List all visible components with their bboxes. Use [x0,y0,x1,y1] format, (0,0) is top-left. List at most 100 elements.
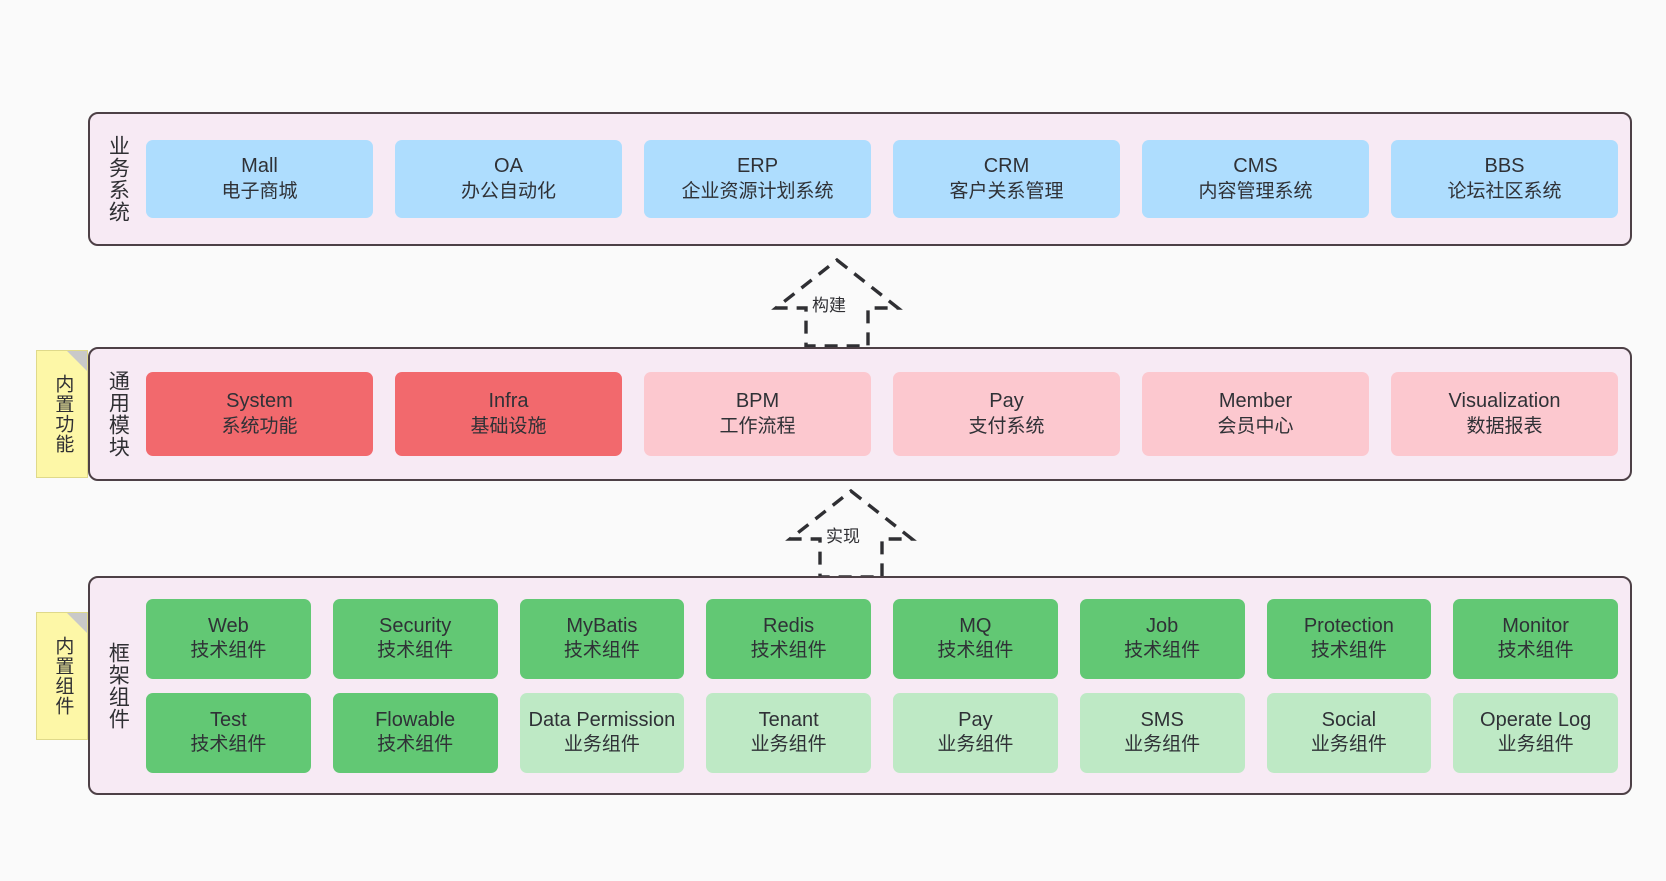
card-subtitle: 数据报表 [1466,415,1543,437]
card-title: Data Permission [528,708,676,731]
card-pay-component[interactable]: Pay 业务组件 [893,692,1058,773]
card-pay-module[interactable]: Pay 支付系统 [893,372,1120,456]
card-infra[interactable]: Infra 基础设施 [395,372,622,456]
card-row: Mall 电子商城 OA 办公自动化 ERP 企业资源计划系统 CRM 客户关系… [146,140,1618,218]
card-title: ERP [736,155,779,178]
note-builtin-components: 内置组件 [36,612,88,740]
card-title: Monitor [1502,614,1569,637]
card-operate-log[interactable]: Operate Log 业务组件 [1453,692,1618,773]
card-title: Flowable [375,708,456,731]
card-title: BBS [1484,155,1525,178]
card-title: CMS [1233,155,1278,178]
layer-body-framework-components: Web 技术组件 Security 技术组件 MyBatis 技术组件 Redi… [134,588,1618,783]
card-subtitle: 电子商城 [221,180,298,202]
card-title: Protection [1303,614,1394,637]
card-title: Security [379,614,452,637]
card-subtitle: 技术组件 [1497,640,1574,662]
card-subtitle: 基础设施 [470,415,547,437]
card-system[interactable]: System 系统功能 [146,372,373,456]
card-row: Web 技术组件 Security 技术组件 MyBatis 技术组件 Redi… [146,598,1618,679]
dashed-hollow-arrow-up-icon [771,257,903,348]
card-title: System [226,390,293,413]
card-member[interactable]: Member 会员中心 [1142,372,1369,456]
connector-implement: 实现 [766,487,936,581]
card-title: Mall [241,155,278,178]
card-sms[interactable]: SMS 业务组件 [1079,692,1245,773]
card-subtitle: 技术组件 [937,640,1014,662]
card-subtitle: 业务组件 [750,734,827,756]
card-oa[interactable]: OA 办公自动化 [395,140,622,218]
card-test[interactable]: Test 技术组件 [146,692,311,773]
layer-framework-components: 框架组件 Web 技术组件 Security 技术组件 MyBatis 技术组件… [88,576,1632,795]
card-title: OA [494,155,523,178]
layer-body-business-systems: Mall 电子商城 OA 办公自动化 ERP 企业资源计划系统 CRM 客户关系… [134,124,1618,234]
card-subtitle: 技术组件 [190,734,267,756]
card-tenant[interactable]: Tenant 业务组件 [706,692,871,773]
card-subtitle: 系统功能 [221,415,298,437]
card-cms[interactable]: CMS 内容管理系统 [1142,140,1369,218]
card-title: Visualization [1448,390,1561,413]
card-mq[interactable]: MQ 技术组件 [893,598,1058,679]
layer-body-common-modules: System 系统功能 Infra 基础设施 BPM 工作流程 Pay 支付系统… [134,359,1618,469]
card-title: Redis [763,614,815,637]
layer-title-common-modules: 通用模块 [106,370,130,458]
card-subtitle: 技术组件 [377,734,454,756]
card-web[interactable]: Web 技术组件 [146,598,311,679]
card-subtitle: 技术组件 [377,640,454,662]
card-subtitle: 支付系统 [968,415,1045,437]
card-title: Tenant [758,708,819,731]
card-subtitle: 业务组件 [937,734,1014,756]
card-title: Test [210,708,247,731]
card-redis[interactable]: Redis 技术组件 [706,598,871,679]
card-subtitle: 论坛社区系统 [1447,180,1562,202]
card-row: System 系统功能 Infra 基础设施 BPM 工作流程 Pay 支付系统… [146,372,1618,456]
card-visualization[interactable]: Visualization 数据报表 [1391,372,1618,456]
card-subtitle: 内容管理系统 [1198,180,1313,202]
note-label: 内置组件 [52,636,74,716]
card-subtitle: 业务组件 [1124,734,1201,756]
connector-label: 实现 [826,527,860,546]
card-title: Member [1218,390,1293,413]
card-subtitle: 企业资源计划系统 [681,180,834,202]
card-subtitle: 工作流程 [719,415,796,437]
card-data-permission[interactable]: Data Permission 业务组件 [519,692,685,773]
card-mall[interactable]: Mall 电子商城 [146,140,373,218]
card-subtitle: 技术组件 [563,640,640,662]
card-flowable[interactable]: Flowable 技术组件 [332,692,498,773]
layer-common-modules: 通用模块 System 系统功能 Infra 基础设施 BPM 工作流程 Pay… [88,347,1632,481]
layer-title-business-systems: 业务系统 [106,135,130,223]
card-bpm[interactable]: BPM 工作流程 [644,372,871,456]
card-security[interactable]: Security 技术组件 [332,598,498,679]
card-crm[interactable]: CRM 客户关系管理 [893,140,1120,218]
card-subtitle: 技术组件 [1124,640,1201,662]
card-title: Social [1321,708,1377,731]
card-subtitle: 会员中心 [1217,415,1294,437]
card-subtitle: 业务组件 [1497,734,1574,756]
card-title: Job [1146,614,1179,637]
card-subtitle: 业务组件 [563,734,640,756]
card-subtitle: 业务组件 [1310,734,1387,756]
card-subtitle: 技术组件 [1310,640,1387,662]
card-mybatis[interactable]: MyBatis 技术组件 [519,598,685,679]
card-subtitle: 技术组件 [190,640,267,662]
layer-title-framework-components: 框架组件 [106,641,130,730]
card-title: SMS [1140,708,1184,731]
card-title: MyBatis [566,614,638,637]
card-title: CRM [983,155,1030,178]
card-title: Pay [958,708,993,731]
card-bbs[interactable]: BBS 论坛社区系统 [1391,140,1618,218]
card-subtitle: 技术组件 [750,640,827,662]
connector-build: 构建 [752,256,922,350]
card-title: Operate Log [1480,708,1592,731]
card-monitor[interactable]: Monitor 技术组件 [1453,598,1618,679]
card-social[interactable]: Social 业务组件 [1266,692,1432,773]
card-title: Web [207,614,249,637]
card-job[interactable]: Job 技术组件 [1079,598,1245,679]
card-subtitle: 办公自动化 [460,180,556,202]
card-protection[interactable]: Protection 技术组件 [1266,598,1432,679]
note-builtin-features: 内置功能 [36,350,88,478]
card-row: Test 技术组件 Flowable 技术组件 Data Permission … [146,692,1618,773]
connector-label: 构建 [812,296,846,315]
card-erp[interactable]: ERP 企业资源计划系统 [644,140,871,218]
